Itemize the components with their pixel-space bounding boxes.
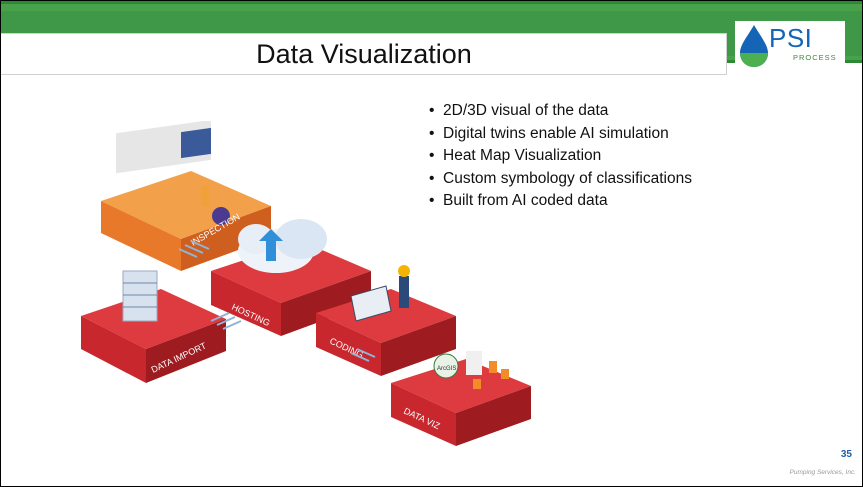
bullet-item: Built from AI coded data: [429, 190, 692, 213]
coding-platform: CODING: [316, 265, 456, 376]
logo-text: PSI: [769, 23, 813, 53]
footer-text: Pumping Services, Inc.: [789, 469, 856, 476]
hosting-platform: HOSTING: [211, 219, 371, 336]
bullet-item: 2D/3D visual of the data: [429, 100, 692, 123]
data-viz-platform: ArcGIS DATA VIZ: [391, 351, 531, 446]
data-import-platform: DATA IMPORT: [81, 270, 226, 383]
workflow-illustration: INSPECTION HOSTING DATA IMPORT: [81, 121, 531, 446]
bullet-item: Custom symbology of classifications: [429, 168, 692, 191]
slide-title: Data Visualization: [256, 39, 472, 69]
inspection-platform: INSPECTION: [101, 121, 271, 271]
title-box: [1, 33, 727, 75]
flow-arrows: [178, 240, 376, 362]
bullet-list: 2D/3D visual of the data Digital twins e…: [429, 100, 692, 213]
bullet-item: Heat Map Visualization: [429, 145, 692, 168]
psi-logo: PSI PROCESS: [735, 21, 845, 71]
arcgis-badge: ArcGIS: [437, 366, 456, 372]
logo-subtext: PROCESS: [793, 53, 837, 62]
droplet-icon: [740, 25, 768, 67]
bullet-item: Digital twins enable AI simulation: [429, 123, 692, 146]
page-number: 35: [840, 449, 852, 460]
